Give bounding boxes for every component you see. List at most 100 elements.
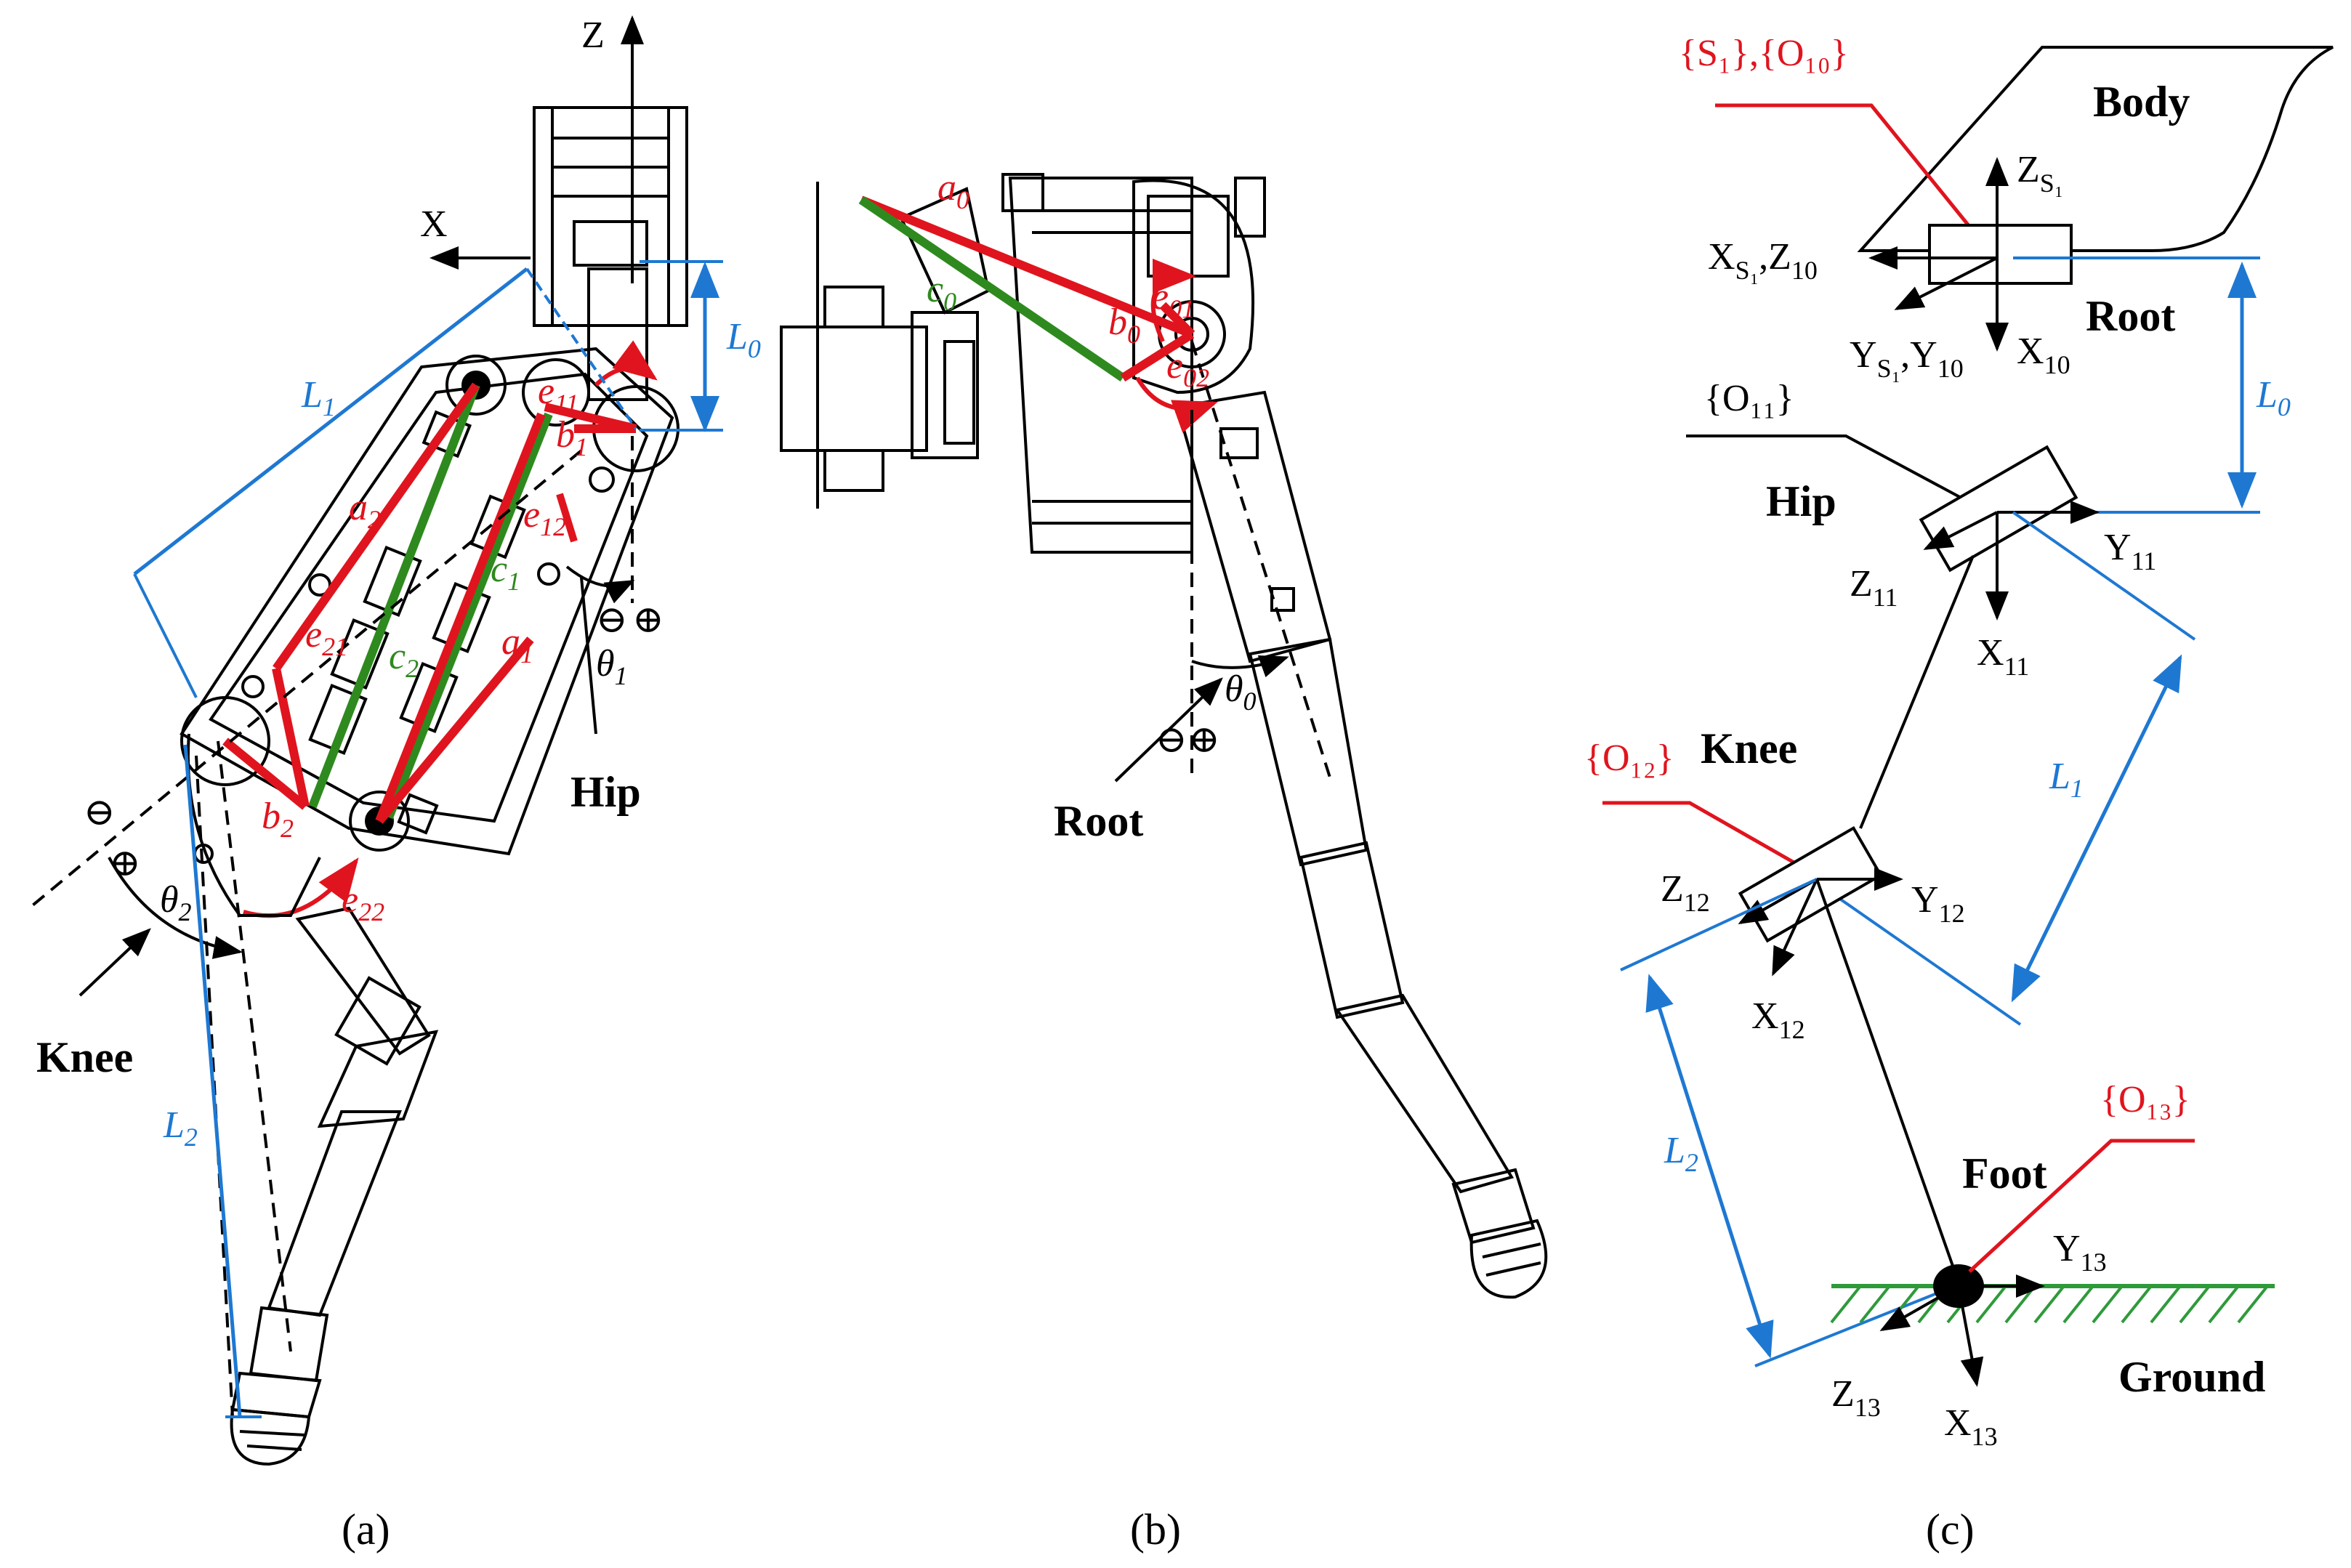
L1-ext-b	[525, 267, 637, 430]
caption-b: (b)	[1130, 1506, 1181, 1553]
link-a0	[859, 195, 1194, 339]
knee-blue-ref	[1620, 878, 1818, 971]
x-s1-z10-label: XS₁,Z10	[1708, 236, 1818, 285]
link-a2	[273, 382, 480, 671]
z-s1-label: ZS₁	[2017, 149, 2063, 198]
label-L1: L1	[301, 374, 336, 421]
y13-label: Y13	[2053, 1228, 2107, 1277]
theta2-arc	[108, 857, 243, 959]
x12-arrow	[1772, 878, 1818, 977]
caption-a: (a)	[342, 1506, 390, 1553]
label-L2-c: L2	[1664, 1130, 1698, 1177]
actuators	[308, 410, 526, 835]
plus-sign-b: ⊕	[1188, 719, 1220, 761]
L2-dim	[183, 744, 242, 1418]
label-b1: b1	[556, 414, 588, 461]
label-theta1: θ1	[596, 643, 628, 690]
y-s1-y10-label: YS₁,Y10	[1850, 334, 1964, 383]
plus-sign-a2: ⊕	[109, 843, 141, 884]
label-a1: a1	[501, 621, 533, 668]
L1-dim	[133, 267, 528, 575]
body-outline	[1857, 46, 2334, 252]
label-a2: a2	[349, 487, 381, 534]
z11-arrow	[1923, 511, 1998, 550]
label-e11: e11	[538, 371, 578, 418]
y-s1-arrow	[1894, 256, 1998, 310]
o11-label: {O₁₁}	[1704, 378, 1794, 419]
label-e12: e12	[523, 494, 566, 541]
hip-leader	[580, 577, 597, 735]
s1-o10-label: {S₁},{O₁₀}	[1679, 33, 1849, 74]
link-a1b	[376, 637, 534, 824]
label-L0-c: L0	[2256, 374, 2291, 421]
x10-label: X10	[2017, 331, 2070, 379]
ground-hatch	[1830, 1285, 2269, 1324]
y11-label: Y11	[2104, 527, 2156, 575]
x13-arrow	[1957, 1285, 1984, 1387]
panel-c: Body {S₁},{O₁₀} ZS₁ XS₁,Z10 YS₁,Y10 X10 …	[1584, 33, 2334, 1553]
body-label: Body	[2093, 78, 2190, 126]
o12-leader	[1602, 801, 1818, 878]
link-e21	[272, 667, 310, 808]
root-label-b: Root	[1054, 797, 1143, 845]
label-b2: b2	[262, 796, 294, 843]
label-L2: L2	[163, 1104, 198, 1152]
plus-sign-a1: ⊕	[632, 599, 664, 641]
label-e22: e22	[342, 879, 384, 926]
x-axis-label: X	[420, 203, 448, 245]
z12-label: Z12	[1661, 868, 1710, 917]
link-e0	[1159, 302, 1195, 338]
root-frame-box	[1928, 224, 2073, 285]
arc-e02	[1135, 376, 1218, 433]
arc-e22	[243, 857, 359, 918]
root-leg-axis-dashed	[1190, 341, 1331, 778]
L2-ext-c	[1754, 1285, 1956, 1367]
minus-sign-a2: ⊖	[84, 792, 116, 833]
o11-leader	[1686, 435, 1996, 517]
x12-label: X12	[1751, 995, 1805, 1044]
hip-label-a: Hip	[570, 768, 641, 816]
label-a0: a0	[937, 167, 969, 214]
foot-label: Foot	[1962, 1149, 2047, 1197]
arc-e01	[1150, 259, 1196, 343]
label-c0: c0	[927, 269, 956, 316]
L1-ext-a	[133, 573, 198, 698]
label-theta2: θ2	[160, 879, 192, 926]
shank-drawing	[230, 906, 439, 1466]
hip-bracket-drawing	[533, 106, 688, 401]
thigh-line-c	[1859, 555, 1975, 829]
label-L1-c: L1	[2049, 756, 2084, 803]
z11-label: Z11	[1850, 563, 1898, 612]
o13-label: {O₁₃}	[2100, 1079, 2190, 1120]
x13-label: X13	[1944, 1402, 1998, 1451]
link-c2	[308, 383, 480, 809]
theta2-leader	[78, 928, 151, 997]
link-b0	[1120, 330, 1195, 382]
o12-label: {O₁₂}	[1584, 737, 1674, 779]
theta0-arc	[1191, 655, 1289, 678]
label-b0: b0	[1108, 302, 1140, 349]
s1-leader	[1715, 103, 1996, 259]
label-e02: e02	[1166, 345, 1209, 392]
L1-dim-c	[2011, 654, 2182, 1003]
theta1-arc	[565, 565, 635, 604]
link-a1	[375, 412, 546, 823]
knee-label-a: Knee	[36, 1033, 133, 1081]
root-leg-drawing	[1175, 390, 1548, 1299]
knee-label-c: Knee	[1701, 724, 1797, 772]
label-theta0: θ0	[1225, 668, 1257, 716]
hip-label-c: Hip	[1766, 477, 1836, 525]
panel-a: Z X	[28, 15, 761, 1553]
o13-leader	[1968, 1139, 2195, 1273]
z13-label: Z13	[1831, 1373, 1881, 1422]
L1-ext-c	[1815, 881, 2022, 1026]
y12-label: Y12	[1911, 879, 1965, 928]
shank-line-c	[1815, 878, 1960, 1283]
minus-sign-a1: ⊖	[596, 599, 628, 641]
panel-b: a0 b0 c0 e01 e02 θ0 ⊖ ⊕ Root (b)	[780, 167, 1548, 1553]
root-label-c: Root	[2086, 292, 2175, 340]
z13-arrow	[1879, 1285, 1959, 1331]
thigh-outline	[180, 347, 680, 864]
caption-c: (c)	[1926, 1506, 1975, 1553]
